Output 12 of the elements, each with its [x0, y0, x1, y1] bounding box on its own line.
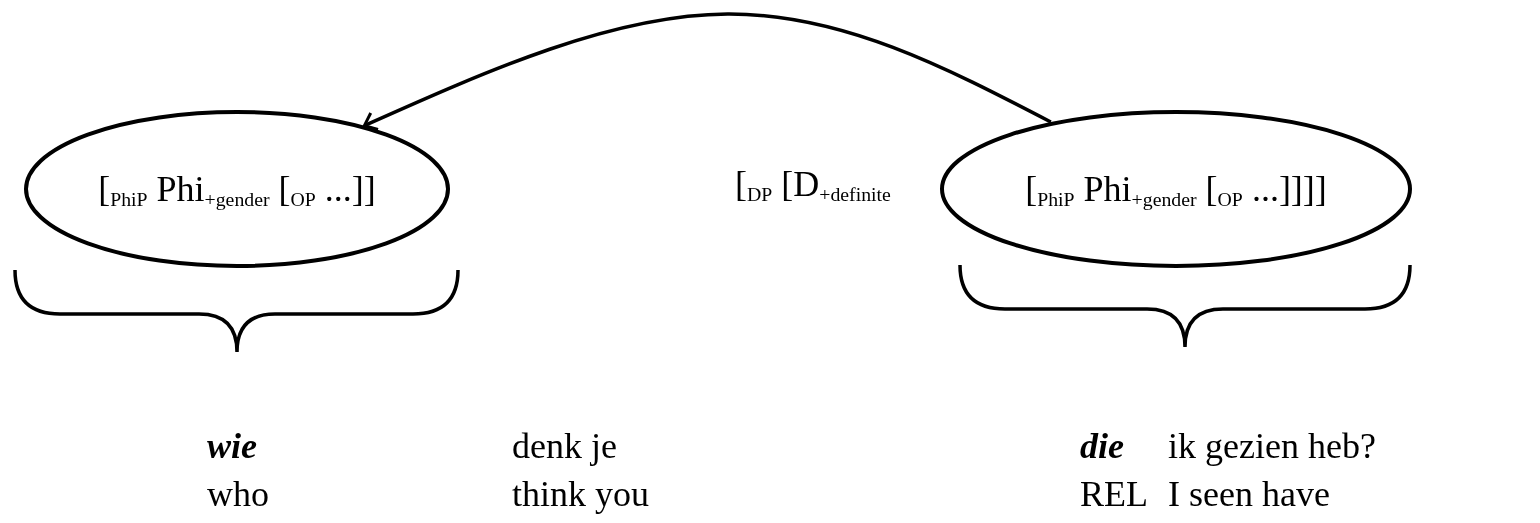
bracket-phrase: [$_{PhiP}$ Phi$_{+gender}$ [$_{OP}$ ...]]]] [1025, 167, 1327, 211]
example-word: die [1080, 428, 1124, 464]
gloss-word: who [207, 476, 269, 512]
gloss-word: I seen have [1168, 476, 1330, 512]
example-word: wie [207, 428, 257, 464]
bracket-phrase: [$_{PhiP}$ Phi$_{+gender}$ [$_{OP}$ ...]] [98, 167, 376, 211]
gloss-word: think you [512, 476, 649, 512]
bracket-phrase: [$_{DP}$ [D$_{+definite}$ [735, 166, 891, 205]
example-word: denk je [512, 428, 617, 464]
movement-arrow [362, 12, 1052, 131]
example-word: ik gezien heb? [1168, 428, 1376, 464]
gloss-word: REL [1080, 476, 1148, 512]
